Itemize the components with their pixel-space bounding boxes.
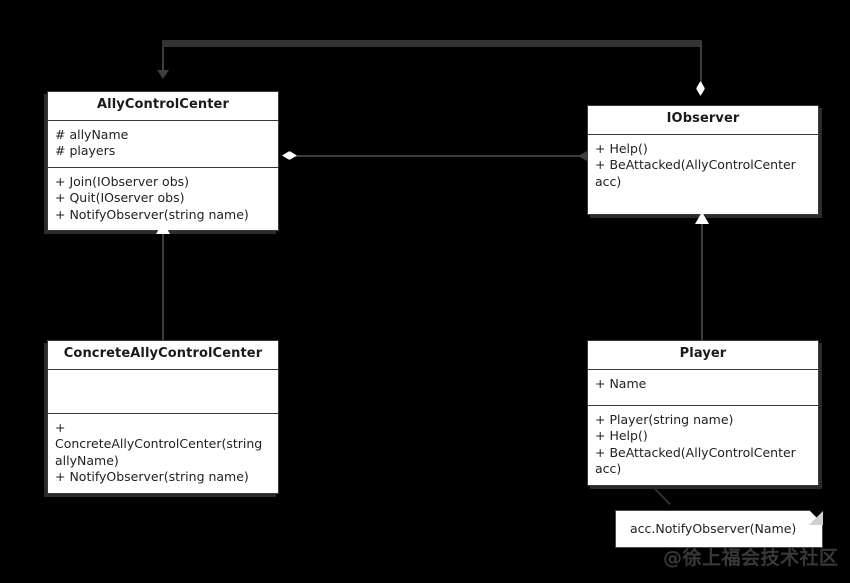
top-association-right-riser xyxy=(700,42,702,92)
class-methods-player: + Player(string name) + Help() + BeAttac… xyxy=(588,406,818,485)
class-methods-concrete-ally-control-center: + ConcreteAllyControlCenter(string allyN… xyxy=(48,414,278,493)
class-name-player: Player xyxy=(588,341,818,370)
class-name-ally-control-center: AllyControlCenter xyxy=(48,92,278,121)
left-generalization-line xyxy=(162,234,164,341)
method-row: + ConcreteAllyControlCenter(string allyN… xyxy=(55,419,263,468)
method-row: + Player(string name) xyxy=(595,411,734,427)
method-row: + Help() xyxy=(595,428,648,444)
middle-association-line xyxy=(288,155,586,157)
method-row: + NotifyObserver(string name) xyxy=(55,206,249,222)
attribute-row: # players xyxy=(55,143,116,159)
class-attributes-ally-control-center: # allyName # players xyxy=(48,121,278,168)
middle-association-aggregation-diamond-icon xyxy=(282,151,297,160)
attribute-row: # allyName xyxy=(55,126,129,142)
top-association-aggregation-diamond-icon xyxy=(696,81,705,96)
top-association-left-riser xyxy=(162,42,164,78)
class-methods-ally-control-center: + Join(IObserver obs) + Quit(IOserver ob… xyxy=(48,168,278,231)
method-row: + Help() xyxy=(595,140,648,156)
method-row: + Join(IObserver obs) xyxy=(55,173,190,189)
class-methods-iobserver: + Help() + BeAttacked(AllyControlCenter … xyxy=(588,135,818,214)
class-box-ally-control-center[interactable]: AllyControlCenter # allyName # players +… xyxy=(47,91,279,232)
top-association-horizontal xyxy=(162,40,702,47)
class-box-concrete-ally-control-center[interactable]: ConcreteAllyControlCenter + ConcreteAlly… xyxy=(47,340,279,494)
note-fold-corner-icon xyxy=(809,511,823,525)
watermark-text: @徐上福会技术社区 xyxy=(663,547,839,569)
class-box-player[interactable]: Player + Name + Player(string name) + He… xyxy=(587,340,819,486)
class-name-iobserver: IObserver xyxy=(588,106,818,135)
method-row: + NotifyObserver(string name) xyxy=(55,469,249,485)
left-generalization-triangle-icon xyxy=(156,222,170,234)
method-row: + BeAttacked(AllyControlCenter acc) xyxy=(595,444,796,477)
class-name-concrete-ally-control-center: ConcreteAllyControlCenter xyxy=(48,341,278,370)
right-realization-line xyxy=(701,224,703,341)
note-text: acc.NotifyObserver(Name) xyxy=(630,521,797,536)
right-realization-triangle-icon xyxy=(695,212,709,224)
top-association-arrowhead-icon xyxy=(157,70,169,79)
method-row: + BeAttacked(AllyControlCenter acc) xyxy=(595,157,796,189)
class-attributes-player: + Name xyxy=(588,370,818,406)
attribute-row: + Name xyxy=(595,375,647,391)
class-attributes-concrete-ally-control-center xyxy=(48,370,278,414)
middle-association-arrowhead-icon xyxy=(578,151,587,161)
method-row: + Quit(IOserver obs) xyxy=(55,190,185,206)
note-box[interactable]: acc.NotifyObserver(Name) xyxy=(615,510,823,548)
class-box-iobserver[interactable]: IObserver + Help() + BeAttacked(AllyCont… xyxy=(587,105,819,215)
